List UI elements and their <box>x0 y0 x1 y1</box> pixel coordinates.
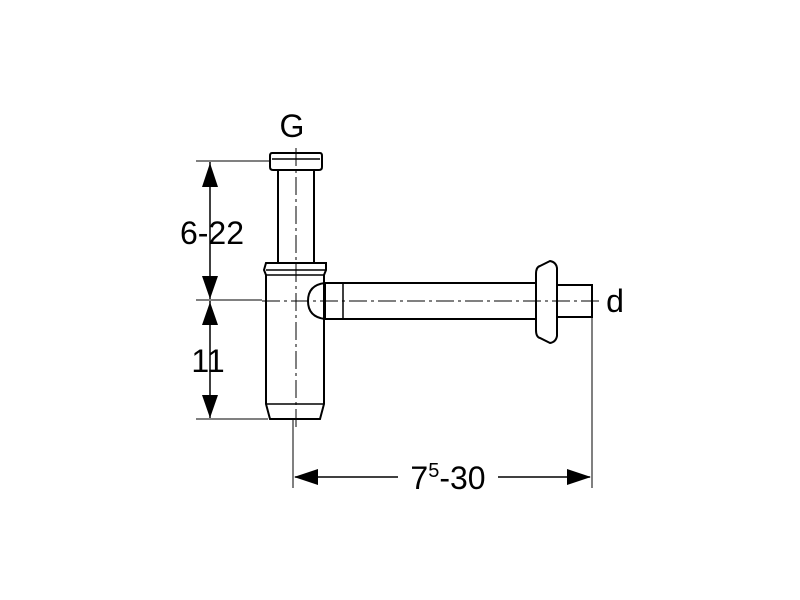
label-horizontal-range: 75-30 <box>410 460 485 496</box>
arrow-up-upper <box>202 163 218 187</box>
label-horizontal-prefix: 7 <box>410 460 428 496</box>
arrow-up-lower <box>202 302 218 325</box>
label-vertical-lower: 11 <box>191 343 224 379</box>
vertical-dimension <box>202 162 218 418</box>
label-d: d <box>606 283 624 319</box>
wall-rosette <box>535 259 558 345</box>
arrow-down-upper <box>202 276 218 299</box>
horizontal-dimension <box>294 469 591 485</box>
label-g: G <box>280 108 305 144</box>
bottle-body <box>262 262 327 420</box>
arrow-right <box>567 469 591 485</box>
arrow-down-lower <box>202 395 218 418</box>
label-vertical-adjust: 6-22 <box>180 215 244 251</box>
label-horizontal-sup: 5 <box>428 460 439 482</box>
siphon-bottle <box>262 262 327 420</box>
center-lines <box>262 148 600 428</box>
label-horizontal-suffix: -30 <box>439 460 485 496</box>
arrow-left <box>294 469 318 485</box>
extension-lines <box>196 160 593 488</box>
